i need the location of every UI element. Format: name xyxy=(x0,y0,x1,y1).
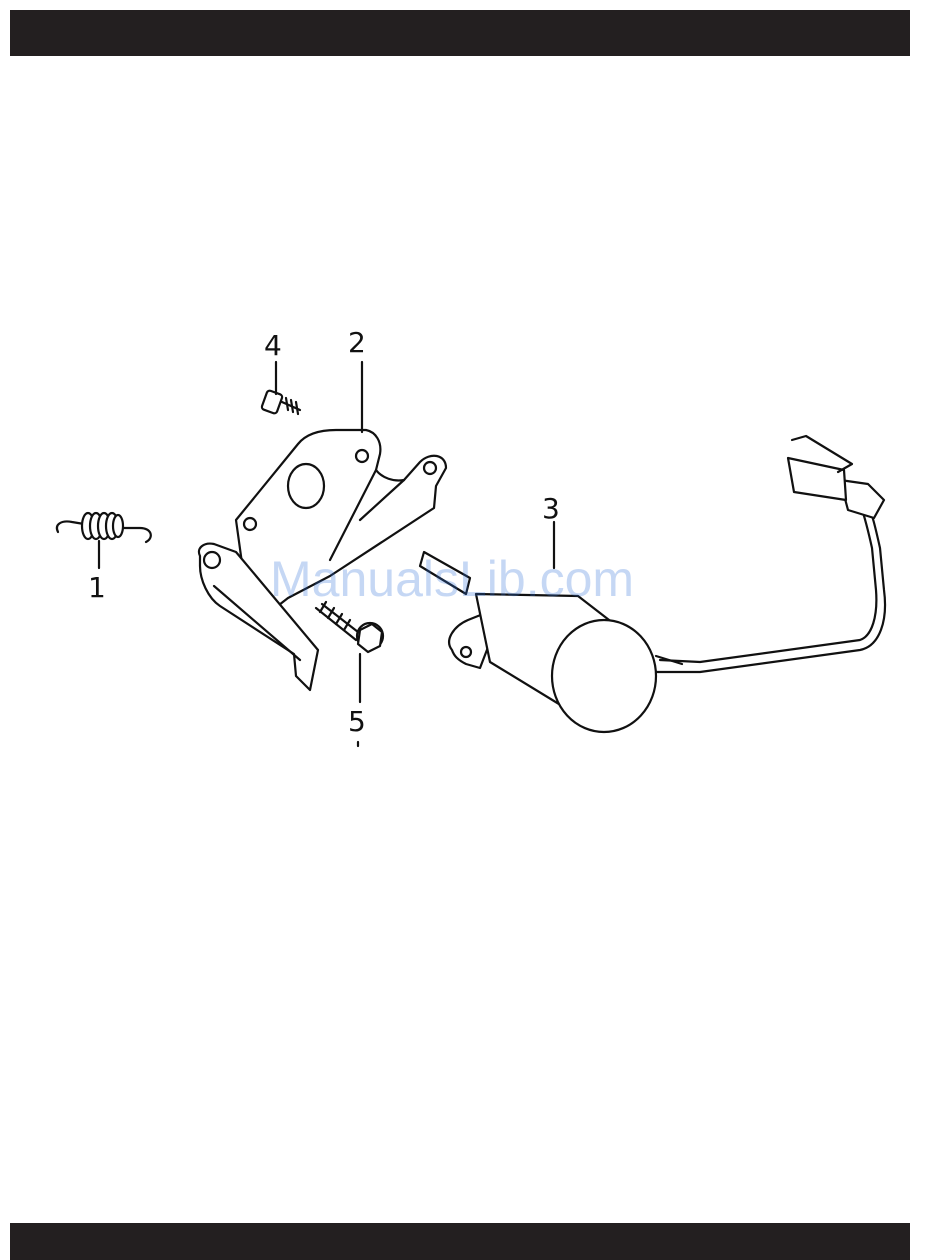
callout-4: 4 xyxy=(264,329,282,362)
watermark: ManualsLib.com xyxy=(270,551,634,607)
callout-3: 3 xyxy=(542,492,560,525)
spring-part xyxy=(57,513,151,568)
callout-2: 2 xyxy=(348,326,366,359)
bracket-part xyxy=(199,362,446,690)
callout-1: 1 xyxy=(88,571,106,604)
callout-5: 5 xyxy=(348,705,366,738)
screw-part xyxy=(261,362,300,414)
